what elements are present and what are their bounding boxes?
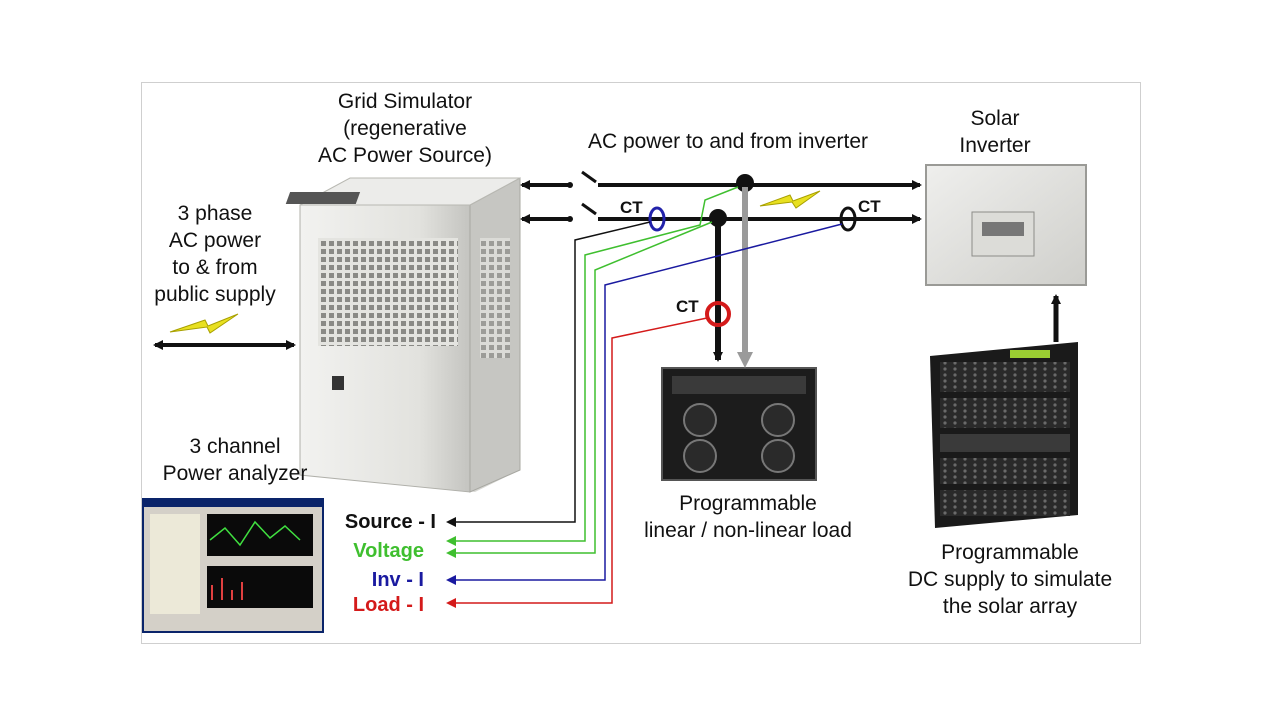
wire-inverter-current — [446, 223, 843, 585]
ct-label-load: CT — [676, 297, 699, 316]
load-ct-ring — [705, 301, 731, 327]
dc-supply-label: Programmable DC supply to simulate the s… — [907, 541, 1113, 618]
lightning-bolt-icon — [169, 313, 239, 334]
programmable-load-label: Programmable linear / non-linear load — [644, 492, 852, 542]
solar-inverter-unit — [925, 164, 1087, 286]
wire-load-current — [446, 317, 708, 608]
source-ct-ring — [648, 206, 666, 232]
ct-label-source: CT — [620, 198, 643, 217]
signal-inverter-current: Inv - I — [371, 569, 424, 591]
grid-simulator-label: Grid Simulator (regenerative AC Power So… — [318, 90, 492, 167]
wire-voltage-b — [446, 221, 713, 558]
inverter-ct-ring — [839, 206, 857, 232]
ct-label-inverter: CT — [858, 197, 881, 216]
lightning-bolt-icon — [759, 190, 821, 209]
three-phase-label: 3 phase AC power to & from public supply — [154, 202, 276, 306]
signal-voltage: Voltage — [353, 540, 424, 562]
programmable-load-unit — [661, 367, 817, 481]
dc-supply-rack — [930, 342, 1078, 528]
power-analyzer-label: 3 channel Power analyzer — [162, 435, 308, 485]
solar-inverter-label: Solar Inverter — [959, 107, 1031, 157]
wire-source-current — [446, 221, 651, 527]
signal-load-current: Load - I — [352, 594, 424, 616]
power-analyzer-screen — [142, 498, 324, 633]
ac-bus-top — [520, 170, 922, 190]
wire-voltage-a — [446, 186, 739, 546]
ac-bus-bottom — [520, 202, 922, 224]
ac-power-inverter-label: AC power to and from inverter — [587, 130, 869, 153]
bus-junction-bottom — [709, 209, 727, 227]
grid-simulator-cabinet — [285, 177, 521, 493]
bus-junction-top — [736, 174, 754, 192]
signal-source-current: Source - I — [344, 511, 436, 533]
